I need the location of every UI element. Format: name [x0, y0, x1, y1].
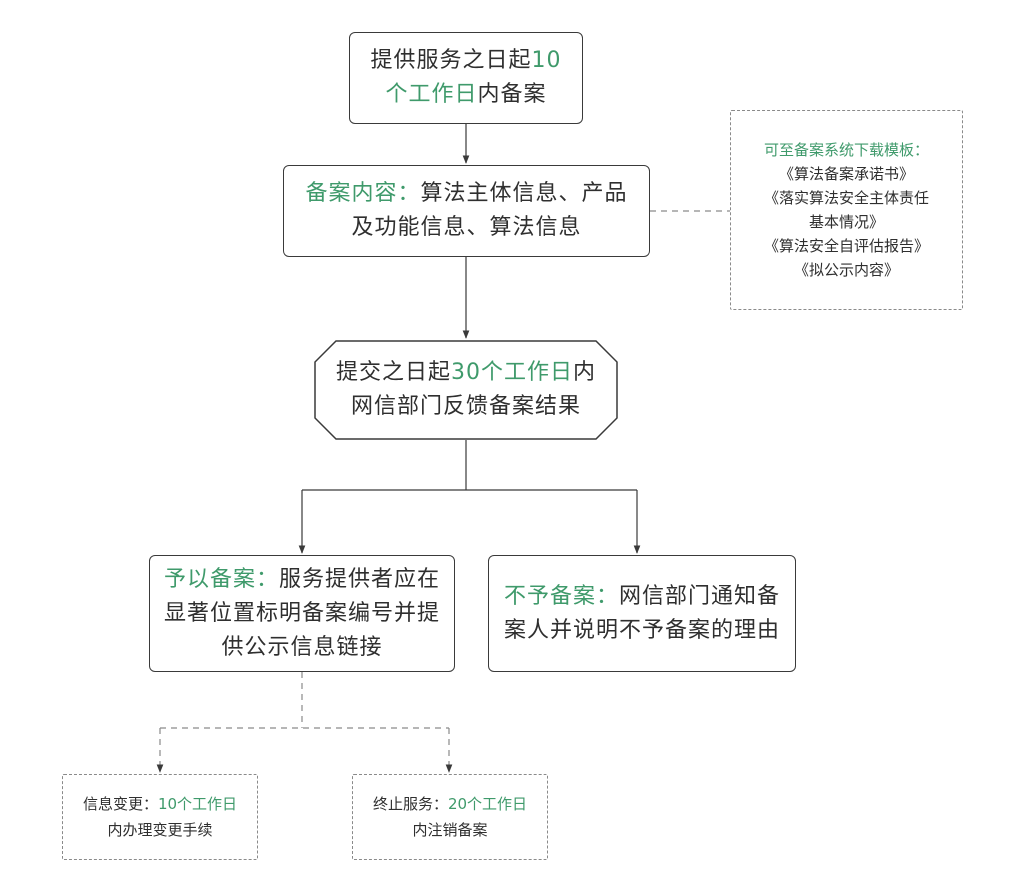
feedback-line2: 网信部门反馈备案结果 [350, 394, 581, 419]
reject-line2: 案人并说明不予备案的理由 [503, 617, 780, 643]
change-note: 信息变更：10个工作日 内办理变更手续 [62, 774, 258, 860]
feedback-highlight: 30个工作日 [451, 360, 573, 385]
start-line2-highlight: 个工作日 [385, 82, 478, 107]
terminate-note: 终止服务：20个工作日 内注销备案 [352, 774, 548, 860]
start-highlight: 10 [531, 48, 562, 73]
terminate-line2: 内注销备案 [412, 821, 488, 839]
templates-item: 基本情况》 [808, 213, 884, 231]
content-node: 备案内容：算法主体信息、产品 及功能信息、算法信息 [283, 165, 650, 257]
reject-label: 不予备案： [503, 583, 619, 609]
start-prefix: 提供服务之日起 [370, 48, 532, 73]
templates-note: 可至备案系统下载模板： 《算法备案承诺书》 《落实算法安全主体责任 基本情况》 … [730, 110, 963, 310]
change-highlight: 10个工作日 [157, 795, 238, 813]
approve-line1: 服务提供者应在 [279, 566, 441, 592]
templates-item: 《落实算法安全主体责任 [763, 189, 929, 207]
change-label: 信息变更： [82, 795, 158, 813]
start-line2-suffix: 内备案 [477, 82, 547, 107]
reject-line1: 网信部门通知备 [619, 583, 781, 609]
approve-node: 予以备案：服务提供者应在 显著位置标明备案编号并提 供公示信息链接 [149, 555, 455, 672]
change-line2: 内办理变更手续 [107, 821, 213, 839]
approve-line3: 供公示信息链接 [221, 634, 383, 660]
feedback-suffix: 内 [573, 360, 597, 385]
templates-item: 《拟公示内容》 [793, 261, 899, 279]
approve-line2: 显著位置标明备案编号并提 [163, 600, 440, 626]
feedback-prefix: 提交之日起 [335, 360, 451, 385]
templates-item: 《算法备案承诺书》 [778, 165, 914, 183]
terminate-label: 终止服务： [372, 795, 448, 813]
content-line1: 算法主体信息、产品 [420, 181, 628, 206]
start-node: 提供服务之日起10 个工作日内备案 [349, 32, 583, 124]
reject-node: 不予备案：网信部门通知备 案人并说明不予备案的理由 [488, 555, 796, 672]
content-label: 备案内容： [305, 181, 421, 206]
approve-label: 予以备案： [163, 566, 279, 592]
templates-item: 《算法安全自评估报告》 [763, 237, 929, 255]
feedback-node: 提交之日起30个工作日内 网信部门反馈备案结果 [314, 340, 618, 440]
content-line2: 及功能信息、算法信息 [351, 215, 582, 240]
terminate-highlight: 20个工作日 [447, 795, 528, 813]
feedback-octagon-shape [314, 340, 618, 440]
templates-title: 可至备案系统下载模板： [763, 141, 929, 159]
